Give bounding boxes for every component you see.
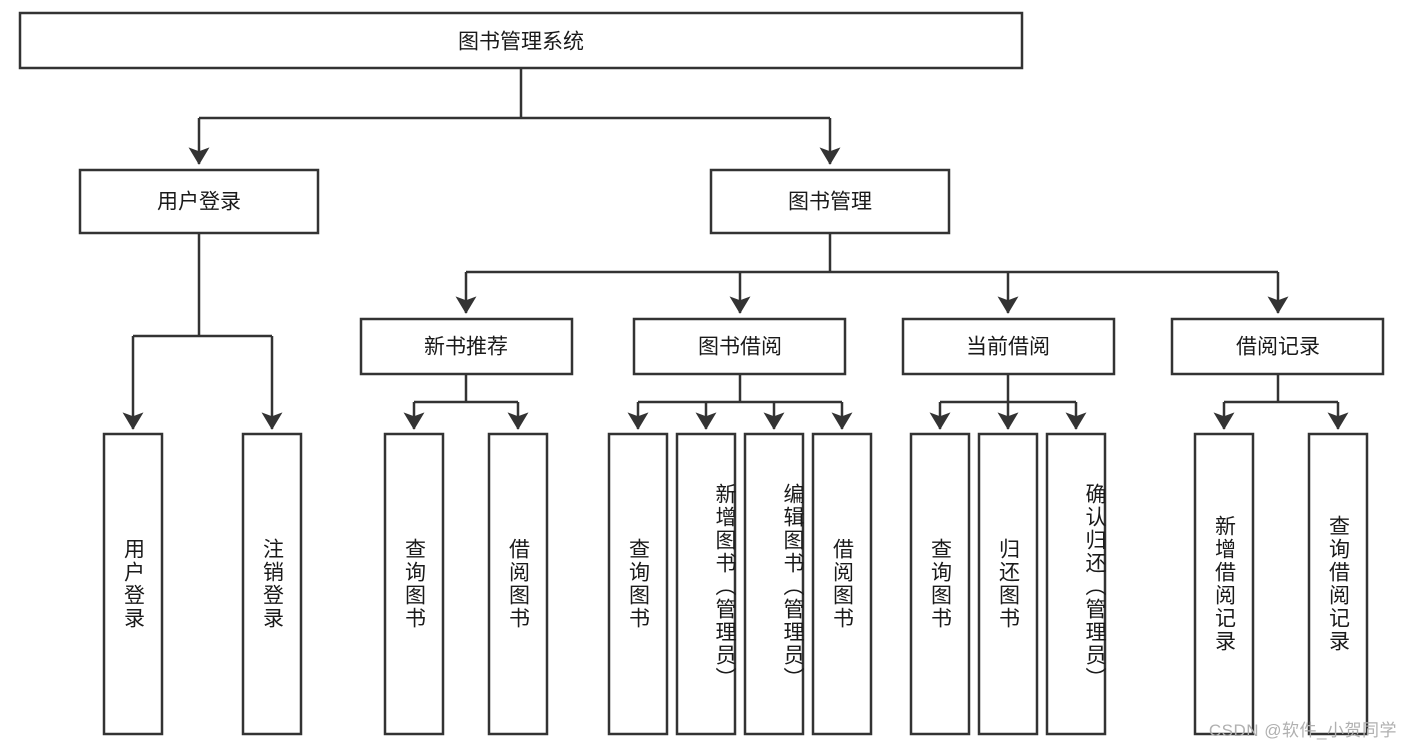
node-root[interactable]: 图书管理系统 xyxy=(18,11,1024,70)
leaf-box-new-book-2[interactable] xyxy=(487,432,549,736)
connector-group-root xyxy=(188,68,841,165)
leaf-box-book-borrow-1[interactable] xyxy=(607,432,669,736)
node-new-book-recommend[interactable]: 新书推荐 xyxy=(359,317,574,376)
node-current-borrow-label: 当前借阅 xyxy=(966,336,1050,359)
leaf-box-current-borrow-1[interactable] xyxy=(909,432,971,736)
connector-group-book-manage xyxy=(455,233,1289,314)
connector-group-book-borrow xyxy=(627,374,853,430)
connector-group-new-book xyxy=(403,374,529,430)
node-borrow-records-box[interactable] xyxy=(1170,317,1385,376)
node-book-manage[interactable]: 图书管理 xyxy=(709,168,951,235)
leaf-box-current-borrow-3[interactable] xyxy=(1045,432,1107,736)
leaf-boxes-book-borrow xyxy=(607,432,873,736)
node-new-book-recommend-label: 新书推荐 xyxy=(424,336,508,359)
node-current-borrow-box[interactable] xyxy=(901,317,1116,376)
leaf-boxes-new-book xyxy=(383,432,549,736)
node-book-borrow-label: 图书借阅 xyxy=(698,336,782,359)
leaf-boxes-borrow-records xyxy=(1193,432,1369,736)
connector-group-borrow-records xyxy=(1213,374,1349,430)
node-borrow-records-label: 借阅记录 xyxy=(1236,336,1320,359)
leaf-box-user-login-2[interactable] xyxy=(241,432,303,736)
node-user-login-label: 用户登录 xyxy=(157,191,241,214)
leaf-box-book-borrow-4[interactable] xyxy=(811,432,873,736)
node-book-manage-box[interactable] xyxy=(709,168,951,235)
leaf-box-book-borrow-3[interactable] xyxy=(743,432,805,736)
node-current-borrow[interactable]: 当前借阅 xyxy=(901,317,1116,376)
node-book-borrow-box[interactable] xyxy=(632,317,847,376)
leaf-boxes-current-borrow xyxy=(909,432,1107,736)
node-root-box[interactable] xyxy=(18,11,1024,70)
leaf-box-current-borrow-2[interactable] xyxy=(977,432,1039,736)
node-borrow-records[interactable]: 借阅记录 xyxy=(1170,317,1385,376)
node-root-label: 图书管理系统 xyxy=(458,31,584,54)
connector-group-current-borrow xyxy=(929,374,1087,430)
leaf-boxes-user-login xyxy=(102,432,303,736)
leaf-box-borrow-records-2[interactable] xyxy=(1307,432,1369,736)
leaf-box-book-borrow-2[interactable] xyxy=(675,432,737,736)
node-book-manage-label: 图书管理 xyxy=(788,191,872,214)
leaf-box-borrow-records-1[interactable] xyxy=(1193,432,1255,736)
node-book-borrow[interactable]: 图书借阅 xyxy=(632,317,847,376)
node-user-login[interactable]: 用户登录 xyxy=(78,168,320,235)
leaf-box-new-book-1[interactable] xyxy=(383,432,445,736)
node-new-book-recommend-box[interactable] xyxy=(359,317,574,376)
connector-group-user-login xyxy=(122,233,283,430)
node-user-login-box[interactable] xyxy=(78,168,320,235)
leaf-box-user-login-1[interactable] xyxy=(102,432,164,736)
